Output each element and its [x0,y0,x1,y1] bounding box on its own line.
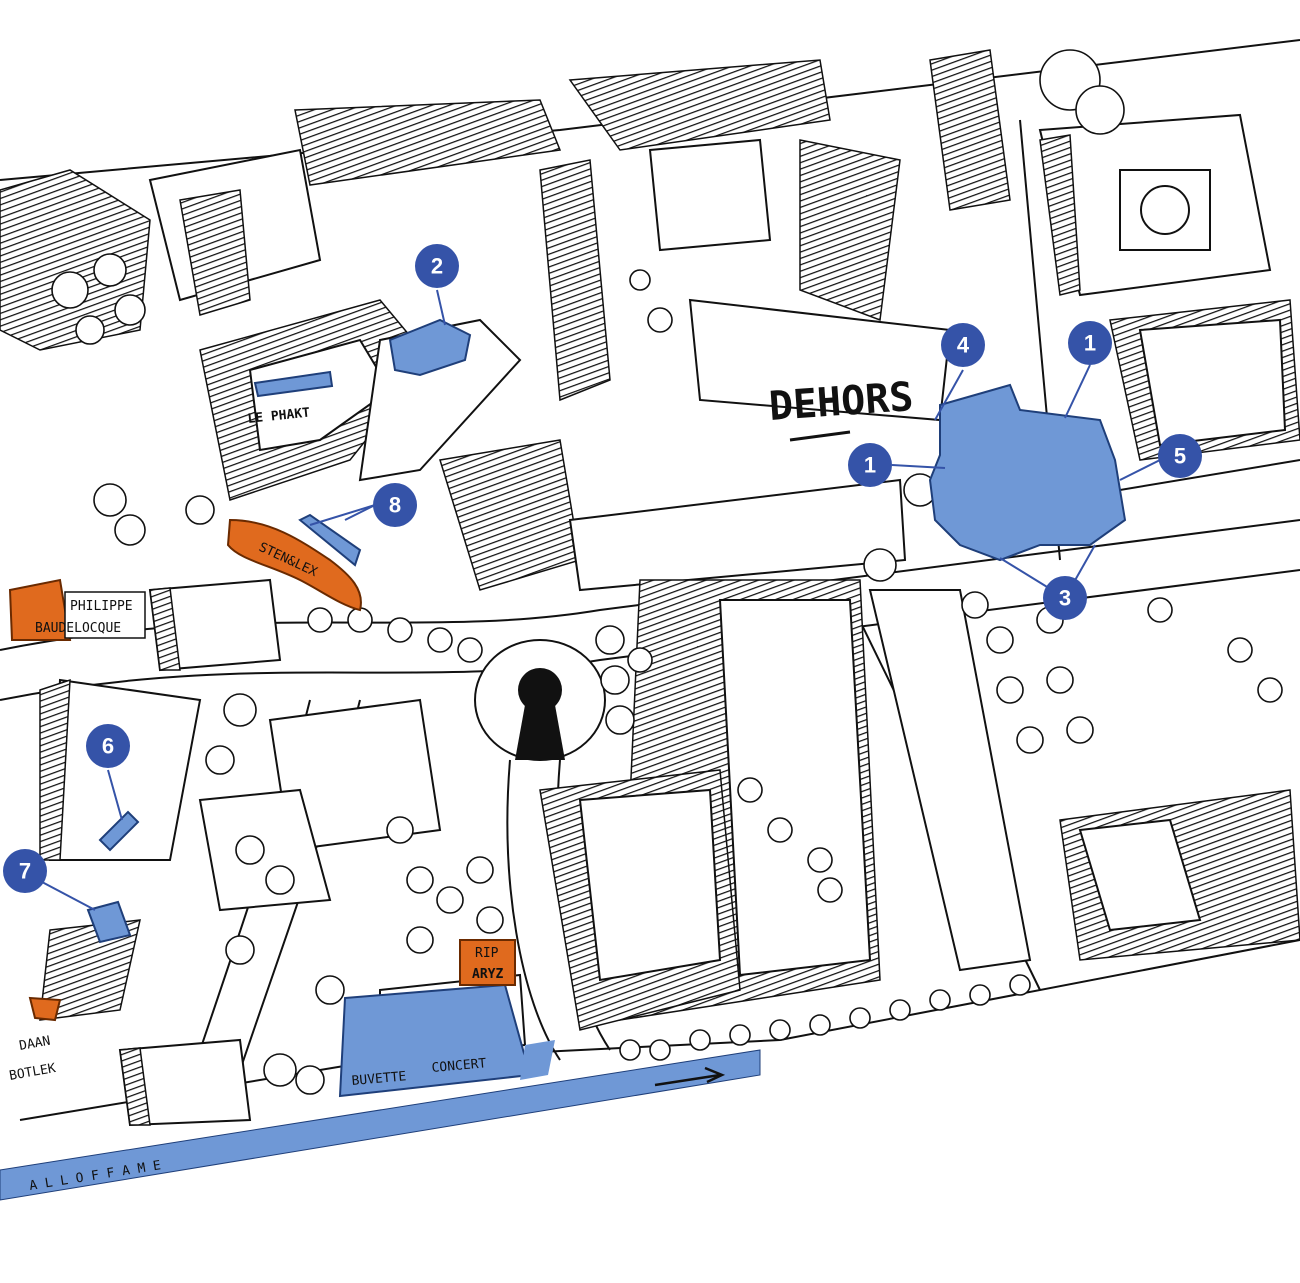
svg-text:7: 7 [19,859,31,884]
site-2-highlight[interactable] [388,318,472,377]
svg-text:1: 1 [864,453,876,478]
keyhole-square [474,639,606,761]
botlek-label: BOTLEK [8,1061,57,1084]
svg-text:1: 1 [1084,331,1096,356]
marker-6[interactable]: 6 [86,724,130,768]
highlighted-sites [0,318,1127,1201]
le-phakt-label: LE PHAKT [247,405,311,426]
rip-label: RIP [475,946,499,961]
marker-3[interactable]: 3 [1043,576,1087,620]
philippe-label: PHILIPPE [70,599,133,614]
site-8-highlight[interactable] [298,513,362,567]
svg-text:6: 6 [102,734,114,759]
marker-4[interactable]: 4 [941,323,985,367]
site-7-highlight[interactable] [86,900,132,944]
concert-label: CONCERT [431,1056,487,1076]
marker-1-north[interactable]: 1 [1068,321,1112,365]
philippe-baudelocque-highlight[interactable] [8,578,72,641]
marker-7[interactable]: 7 [3,849,47,893]
buvette-label: BUVETTE [351,1069,407,1089]
le-phakt-highlight[interactable] [253,370,334,398]
wall-of-fame-band[interactable] [0,1049,761,1201]
marker-1-west[interactable]: 1 [848,443,892,487]
svg-text:5: 5 [1174,444,1186,469]
svg-text:8: 8 [389,493,401,518]
marker-8[interactable]: 8 [373,483,417,527]
numbered-markers: 1 1 2 3 4 5 6 7 [3,244,1202,893]
sten-lex-highlight[interactable] [226,518,362,612]
daan-label: DAAN [18,1034,51,1054]
dehors-building-highlight[interactable] [928,383,1127,562]
aryz-label: ARYZ [472,967,503,982]
site-6-highlight[interactable] [98,810,140,852]
dehors-label: DEHORS [767,374,914,430]
orange-sites [8,518,516,1022]
marker-2[interactable]: 2 [415,244,459,288]
aryz-highlight[interactable] [459,939,516,986]
svg-text:2: 2 [431,254,443,279]
trees [51,49,1283,1095]
svg-text:3: 3 [1059,586,1071,611]
marker-5[interactable]: 5 [1158,434,1202,478]
buildings-north [0,49,1300,461]
baudelocque-label: BAUDELOCQUE [35,621,121,636]
svg-text:4: 4 [957,333,970,358]
daan-botlek-highlight[interactable] [28,996,62,1022]
